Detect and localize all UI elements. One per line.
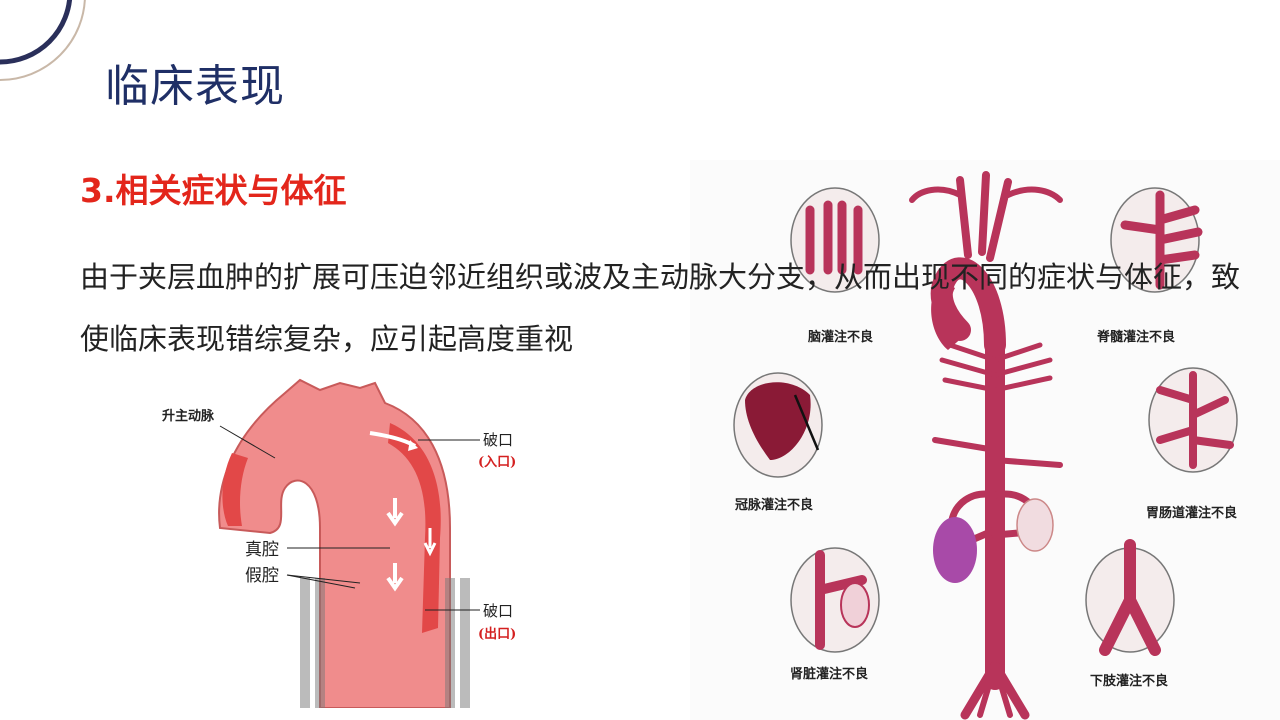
corner-decoration (0, 0, 86, 81)
label-renal: 肾脏灌注不良 (790, 666, 868, 682)
aortic-dissection-illustration: 升主动脉 破口 (入口) 真腔 假腔 破口 (出口) (162, 378, 516, 708)
label-lower-limb: 下肢灌注不良 (1090, 673, 1168, 689)
inset-gastrointestinal (1148, 367, 1238, 473)
label-exit-note: (出口) (478, 626, 516, 642)
label-spinal: 脊髓灌注不良 (1096, 329, 1175, 345)
body-paragraph: 由于夹层血肿的扩展可压迫邻近组织或波及主动脉大分支，从而出现不同的症状与体征，致… (80, 260, 1241, 356)
right-kidney (1016, 498, 1054, 552)
false-lumen-left (222, 453, 248, 526)
inset-cerebral (790, 187, 880, 293)
label-gastrointestinal: 胃肠道灌注不良 (1146, 505, 1237, 521)
slide-title: 临床表现 (105, 61, 285, 112)
label-coronary: 冠脉灌注不良 (735, 497, 813, 513)
label-entry-tear: 破口 (483, 431, 513, 449)
label-ascending-aorta: 升主动脉 (162, 408, 215, 424)
inset-coronary (733, 372, 823, 478)
false-lumen-right (388, 423, 441, 633)
label-false-lumen: 假腔 (245, 566, 279, 586)
aorta-outline (218, 378, 451, 708)
left-kidney (933, 517, 977, 583)
inset-lower-limb (1085, 539, 1175, 656)
label-true-lumen: 真腔 (245, 540, 279, 560)
label-cerebral: 脑灌注不良 (808, 329, 873, 345)
label-exit-tear: 破口 (483, 602, 513, 620)
central-aorta (909, 171, 1063, 720)
inset-spinal (1110, 187, 1203, 293)
label-entry-note: (入口) (478, 455, 516, 470)
section-heading: 3.相关症状与体征 (80, 171, 347, 210)
inset-renal (790, 547, 880, 653)
malperfusion-illustration: 脑灌注不良 脊髓灌注不良 冠脉灌注不良 胃肠道灌注不良 肾脏灌注不良 下肢灌注不… (690, 160, 1280, 720)
